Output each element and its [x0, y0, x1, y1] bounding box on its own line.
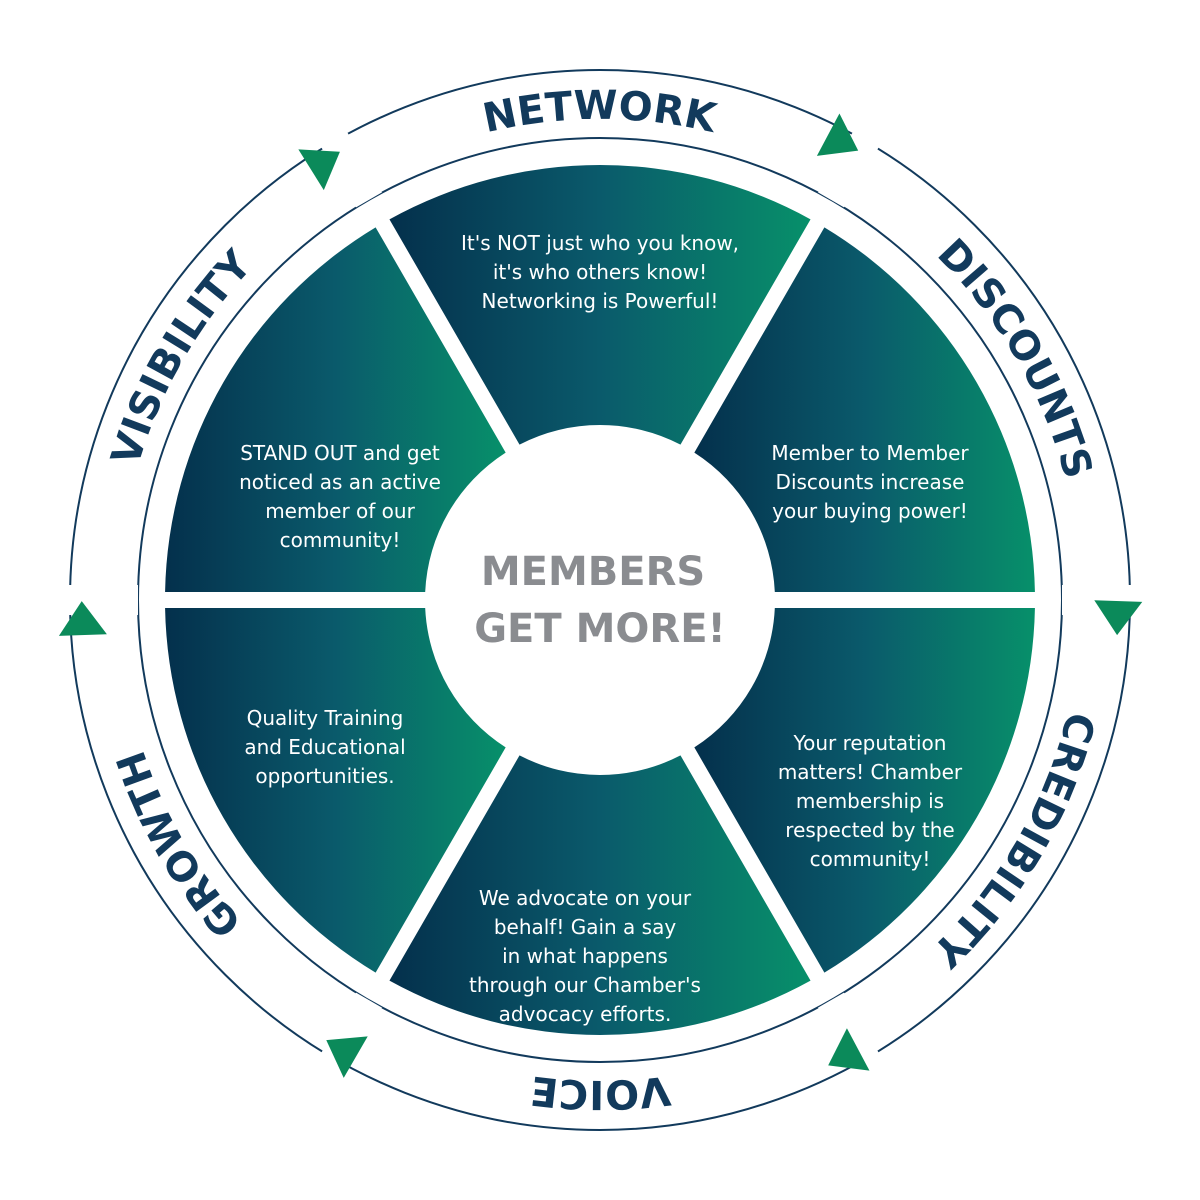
center-circle [428, 428, 772, 772]
segment-credibility-text: Your reputation matters! Chamber membershi… [778, 731, 963, 871]
ring-label-voice: VOICE [527, 1066, 672, 1117]
cycle-arrow-icon [298, 149, 340, 191]
segments-group: It's NOT just who you know, it's who othe… [165, 165, 1035, 1035]
segment-discounts-line: Member to Member [771, 441, 969, 465]
segment-visibility-line: community! [280, 528, 401, 552]
segment-network-line: it's who others know! [493, 260, 707, 284]
segment-growth-line: Quality Training [247, 706, 404, 730]
segment-visibility-line: STAND OUT and get [240, 441, 440, 465]
segment-visibility-line: member of our [265, 499, 415, 523]
cycle-arrows-group [58, 113, 1143, 1078]
ring-gap [818, 131, 879, 208]
cycle-arrow-icon [828, 1028, 870, 1071]
center-line-1: MEMBERS [481, 549, 705, 595]
ring-gap [321, 131, 382, 208]
segment-voice-line: in what happens [502, 944, 668, 968]
segment-credibility-line: respected by the [785, 818, 954, 842]
segment-credibility [694, 607, 1035, 973]
segment-network-line: It's NOT just who you know, [461, 231, 739, 255]
segment-visibility [165, 227, 506, 593]
ring-label-network: NETWORK [479, 83, 722, 143]
segment-voice-line: We advocate on your [479, 886, 692, 910]
segment-voice [389, 755, 811, 1035]
segment-voice-line: behalf! Gain a say [494, 915, 677, 939]
cycle-arrow-icon [1094, 600, 1143, 636]
segment-growth-text: Quality Training and Educational opportuni… [244, 706, 405, 788]
segment-growth [165, 607, 506, 973]
segment-visibility-line: noticed as an active [239, 470, 441, 494]
segment-credibility-line: Your reputation [793, 731, 947, 755]
segment-voice-line: through our Chamber's [469, 973, 701, 997]
ring-gap [818, 992, 879, 1069]
segment-voice-text: We advocate on your behalf! Gain a say in … [469, 886, 701, 1026]
segment-credibility-line: community! [810, 847, 931, 871]
cycle-arrow-icon [58, 601, 107, 636]
center-hub: MEMBERS GET MORE! [428, 428, 772, 772]
segment-network [389, 165, 811, 445]
segment-growth-line: and Educational [244, 735, 405, 759]
segment-growth-line: opportunities. [255, 764, 394, 788]
segment-credibility-line: matters! Chamber [778, 760, 963, 784]
segment-network-line: Networking is Powerful! [482, 289, 719, 313]
segment-discounts-line: your buying power! [772, 499, 968, 523]
cycle-arrow-icon [326, 1036, 368, 1078]
segment-discounts [694, 227, 1035, 593]
center-line-2: GET MORE! [474, 606, 726, 652]
segment-discounts-line: Discounts increase [776, 470, 965, 494]
segment-voice-line: advocacy efforts. [499, 1002, 672, 1026]
segment-visibility-text: STAND OUT and get noticed as an active mem… [239, 441, 441, 552]
segment-credibility-line: membership is [796, 789, 944, 813]
center-title: MEMBERS GET MORE! [474, 549, 726, 652]
segment-network-text: It's NOT just who you know, it's who othe… [461, 231, 739, 313]
cycle-arrow-icon [816, 113, 859, 156]
